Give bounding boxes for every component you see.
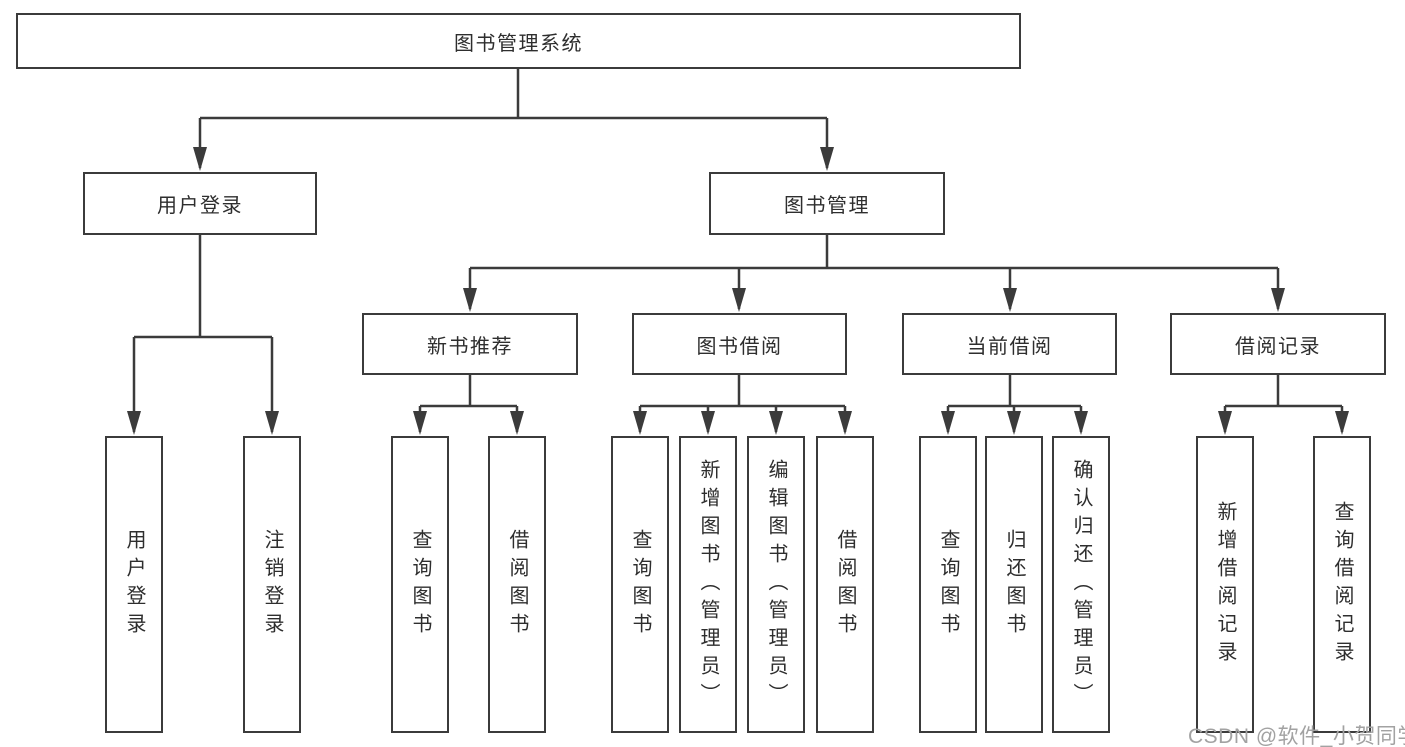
node-book-borrow-label: 图书借阅 (696, 335, 783, 358)
leaf-borrow-query-books-label: 查询图书 (629, 528, 651, 641)
leaf-user-login: 用户登录 (105, 436, 163, 733)
node-book-management: 图书管理 (709, 172, 945, 235)
node-user-login-label: 用户登录 (157, 195, 243, 217)
leaf-edit-book-admin-label: 编辑图书（管理员） (765, 458, 787, 711)
node-new-book-recommend: 新书推荐 (362, 313, 578, 375)
node-book-management-label: 图书管理 (784, 195, 870, 217)
node-borrow-records-label: 借阅记录 (1235, 335, 1321, 358)
leaf-current-query-books: 查询图书 (919, 436, 977, 733)
leaf-borrow-books-label: 借阅图书 (834, 528, 856, 641)
leaf-return-book: 归还图书 (985, 436, 1043, 733)
leaf-borrow-books: 借阅图书 (816, 436, 874, 733)
arrowhead-icons (127, 147, 1349, 435)
leaf-edit-book-admin: 编辑图书（管理员） (747, 436, 805, 733)
leaf-query-borrow-record: 查询借阅记录 (1313, 436, 1371, 733)
leaf-confirm-return-admin: 确认归还（管理员） (1052, 436, 1110, 733)
node-current-borrow: 当前借阅 (902, 313, 1117, 375)
leaf-recommend-borrow-books: 借阅图书 (488, 436, 546, 733)
leaf-borrow-query-books: 查询图书 (611, 436, 669, 733)
node-current-borrow-label: 当前借阅 (966, 335, 1053, 358)
leaf-recommend-query-books: 查询图书 (391, 436, 449, 733)
leaf-add-book-admin-label: 新增图书（管理员） (697, 458, 719, 711)
leaf-logout: 注销登录 (243, 436, 301, 733)
leaf-add-book-admin: 新增图书（管理员） (679, 436, 737, 733)
leaf-logout-label: 注销登录 (261, 528, 283, 641)
leaf-add-borrow-record: 新增借阅记录 (1196, 436, 1254, 733)
leaf-return-book-label: 归还图书 (1003, 528, 1025, 641)
leaf-current-query-books-label: 查询图书 (937, 528, 959, 641)
node-book-borrow: 图书借阅 (632, 313, 847, 375)
node-new-book-recommend-label: 新书推荐 (427, 335, 513, 358)
node-borrow-records: 借阅记录 (1170, 313, 1386, 375)
leaf-query-borrow-record-label: 查询借阅记录 (1331, 500, 1353, 669)
leaf-recommend-borrow-books-label: 借阅图书 (506, 528, 528, 641)
leaf-recommend-query-books-label: 查询图书 (409, 528, 431, 641)
leaf-confirm-return-admin-label: 确认归还（管理员） (1070, 458, 1092, 711)
leaf-user-login-label: 用户登录 (123, 528, 145, 641)
leaf-add-borrow-record-label: 新增借阅记录 (1214, 500, 1236, 669)
csdn-watermark: CSDN @软件_小贺同学 (1188, 725, 1405, 747)
node-user-login: 用户登录 (83, 172, 317, 235)
node-root-system-label: 图书管理系统 (454, 32, 583, 55)
node-root-system: 图书管理系统 (16, 13, 1021, 69)
